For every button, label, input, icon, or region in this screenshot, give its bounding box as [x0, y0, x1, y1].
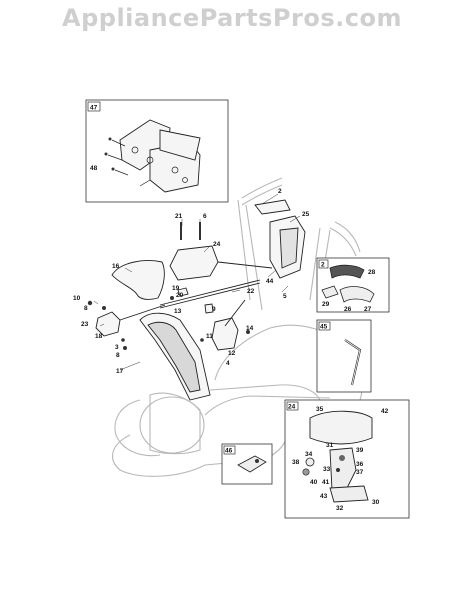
callout-26: 26 — [344, 306, 352, 313]
callout-37: 37 — [356, 469, 364, 476]
inset-box-46: 46 — [221, 443, 273, 485]
inset-box-2: 2 — [316, 257, 390, 313]
callout-32: 32 — [336, 505, 344, 512]
callout-24: 24 — [213, 241, 221, 248]
callout-25: 25 — [302, 211, 310, 218]
inset-label-24: 24 — [288, 404, 296, 411]
callout-44: 44 — [266, 278, 274, 285]
callout-48: 48 — [90, 165, 98, 172]
chute-control-assembly — [95, 199, 306, 401]
callout-6: 6 — [203, 213, 207, 220]
callout-28: 28 — [368, 269, 376, 276]
callout-8b: 8 — [116, 352, 120, 359]
inset-label-46: 46 — [225, 448, 233, 455]
callout-31: 31 — [326, 442, 334, 449]
callouts: 2 25 21 6 24 16 44 5 22 19 20 10 8 13 9 … — [73, 188, 389, 512]
callout-41: 41 — [322, 479, 330, 486]
callout-2: 2 — [278, 188, 282, 195]
inset-box-47: 47 48 — [85, 99, 229, 203]
hardware — [87, 222, 250, 350]
watermark: AppliancePartsPros.com — [62, 4, 402, 32]
callout-20: 20 — [176, 292, 184, 299]
callout-18: 18 — [95, 333, 103, 340]
callout-8a: 8 — [84, 305, 88, 312]
callout-10: 10 — [73, 295, 81, 302]
callout-34: 34 — [305, 451, 313, 458]
callout-30: 30 — [372, 499, 380, 506]
callout-43: 43 — [320, 493, 328, 500]
callout-36: 36 — [356, 461, 364, 468]
inset-box-45: 45 — [316, 319, 372, 393]
callout-33: 33 — [323, 466, 331, 473]
callout-16: 16 — [112, 263, 120, 270]
callout-4: 4 — [226, 360, 230, 367]
callout-12: 12 — [228, 350, 236, 357]
callout-14: 14 — [246, 325, 254, 332]
callout-22: 22 — [247, 288, 255, 295]
leader-lines — [93, 193, 301, 371]
callout-35: 35 — [316, 406, 324, 413]
callout-23: 23 — [81, 321, 89, 328]
callout-29: 29 — [322, 301, 330, 308]
callout-11: 11 — [206, 333, 213, 340]
callout-19: 19 — [172, 285, 180, 292]
callout-27: 27 — [364, 306, 372, 313]
callout-39: 39 — [356, 447, 364, 454]
callout-13: 13 — [174, 308, 182, 315]
callout-9: 9 — [212, 306, 216, 313]
callout-5: 5 — [283, 293, 287, 300]
inset-box-24: 24 — [284, 399, 410, 519]
inset-label-45: 45 — [320, 324, 328, 331]
rods-and-cables — [119, 261, 273, 327]
callout-3: 3 — [115, 344, 119, 351]
inset-label-47: 47 — [90, 105, 98, 112]
callout-42: 42 — [381, 408, 389, 415]
inset-label-2: 2 — [321, 262, 325, 269]
callout-38: 38 — [292, 459, 300, 466]
callout-40: 40 — [310, 479, 318, 486]
callout-17: 17 — [116, 368, 124, 375]
callout-21: 21 — [175, 213, 183, 220]
